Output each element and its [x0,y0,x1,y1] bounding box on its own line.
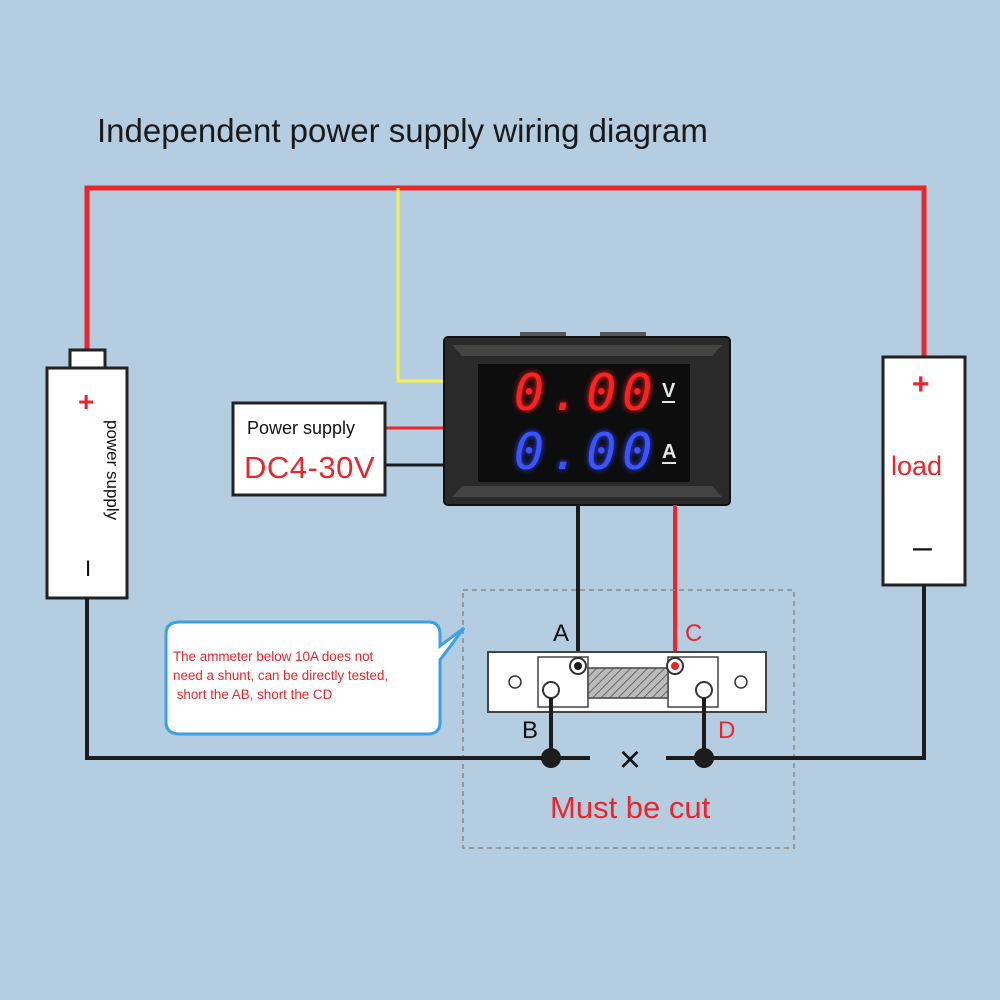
junction-d [694,748,714,768]
terminal-label-d: D [718,717,736,744]
terminal-screw-d [695,681,713,699]
battery-body [45,366,129,600]
load-plus-sign: + [912,368,930,401]
load-label: load [891,451,943,481]
negative-wire-load [666,585,926,760]
shunt-resistor [587,667,669,699]
callout-line-3: short the AB, short the CD [173,687,333,702]
meter-bezel-bottom [452,486,722,497]
positive-wire [84,185,927,360]
terminal-label-a: A [553,620,570,647]
shunt-mount-hole-right [734,675,748,689]
cut-mark: × [619,739,641,781]
shunt-mount-hole-left [508,675,522,689]
shunt-region [462,589,795,849]
terminal-dot-a [574,662,582,670]
terminal-label-b: B [522,717,539,744]
power-supply-title: Power supply [247,418,356,438]
terminal-label-c: C [685,620,703,647]
callout-line-1: The ammeter below 10A does not [173,649,374,664]
current-readout: 0.00 [514,423,659,481]
must-be-cut-label: Must be cut [550,790,711,825]
callout-line-2: need a shunt, can be directly tested, [173,668,389,683]
voltage-sense-wire [396,188,446,383]
diagram-title: Independent power supply wiring diagram [97,112,708,149]
negative-wire-battery [85,598,590,760]
junction-b [541,748,561,768]
power-supply-box [231,401,387,497]
battery-minus-sign: I [85,556,92,581]
terminal-dot-c [671,662,679,670]
voltage-readout: 0.00 [514,364,659,422]
voltage-unit: V [662,380,676,403]
battery-label: power supply [103,420,122,521]
current-unit: A [662,441,677,464]
power-supply-range: DC4-30V [244,450,375,485]
callout-text: The ammeter below 10A does not need a sh… [173,647,443,704]
load-minus-sign: – [913,528,932,566]
battery-plus-sign: + [78,386,95,417]
meter-display [478,364,690,482]
meter-bezel [452,345,722,356]
callout-bubble [164,620,466,736]
terminal-screw-b [542,681,560,699]
